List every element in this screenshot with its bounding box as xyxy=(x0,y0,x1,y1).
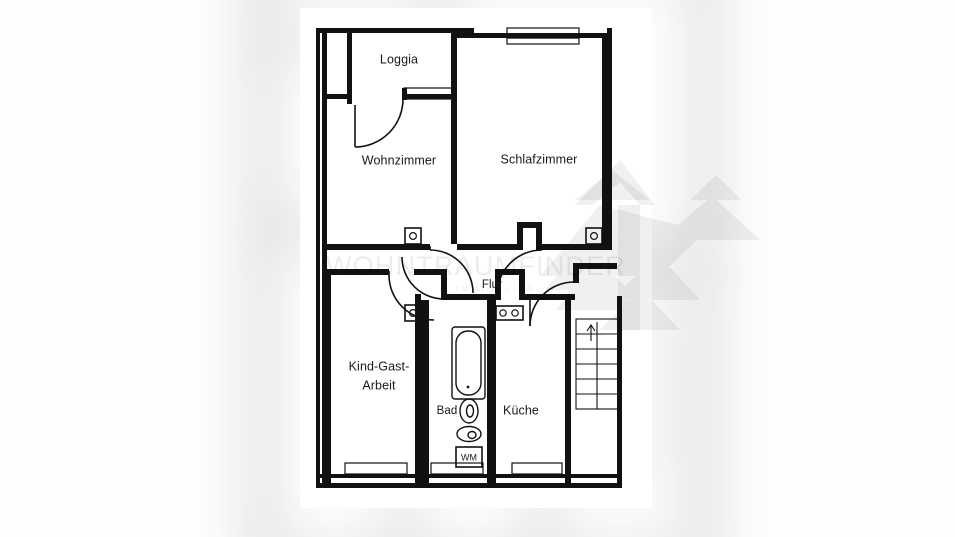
radiator-icon xyxy=(404,227,422,245)
radiator-symbols xyxy=(404,227,603,322)
toilet-icon xyxy=(459,398,479,424)
radiator-icon xyxy=(404,304,422,322)
room-label-loggia: Loggia xyxy=(380,52,418,66)
room-label-flur: Flur xyxy=(482,279,502,291)
watermark-text: WOHNTRAUMFINDER xyxy=(326,251,626,281)
appliance-label-washing-machine: WM xyxy=(461,452,477,462)
room-label-schlafzimmer: Schlafzimmer xyxy=(501,152,578,166)
staircase xyxy=(575,318,620,410)
walls xyxy=(316,27,622,488)
room-label-wohnzimmer: Wohnzimmer xyxy=(362,153,436,167)
bathroom-fixtures xyxy=(451,326,486,468)
washing-machine-icon xyxy=(455,446,483,468)
watermark-subtext: IMMOBILIEN xyxy=(456,284,536,294)
room-label-kind-gast-arbeit-line1: Kind-Gast- xyxy=(349,359,410,373)
watermark-logo-shape xyxy=(540,170,760,330)
radiator-icon xyxy=(585,227,603,245)
washbasin-icon xyxy=(456,425,482,443)
watermark-logo-arrow xyxy=(575,160,655,330)
room-label-bad: Bad xyxy=(437,405,458,417)
room-label-kueche: Küche xyxy=(503,403,539,417)
stairs-up-arrow-icon xyxy=(586,324,596,341)
radiator-icon xyxy=(495,305,524,321)
room-label-kind-gast-arbeit-line2: Arbeit xyxy=(362,378,396,392)
door-swings xyxy=(354,98,575,327)
